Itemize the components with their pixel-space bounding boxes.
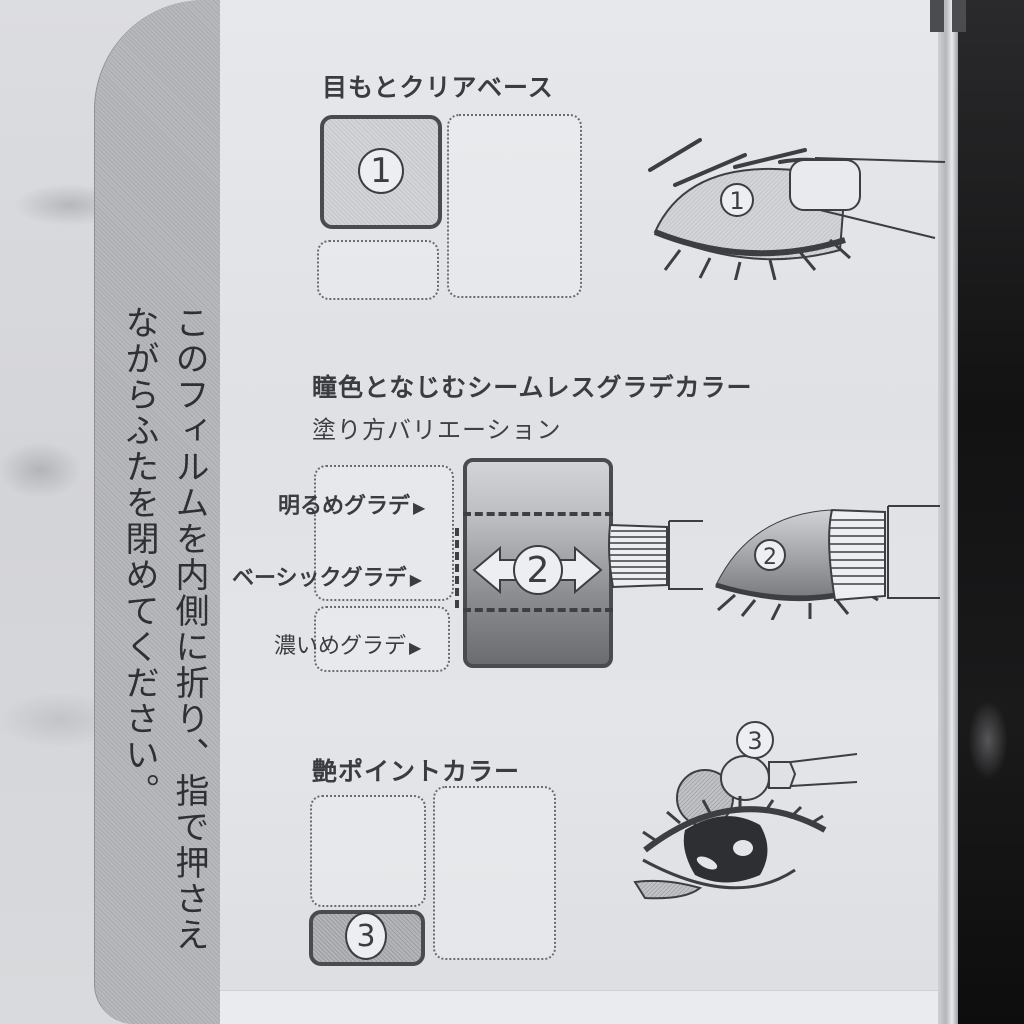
variation-light: 明るめグラデ▶ bbox=[278, 488, 425, 520]
eye-step-2-number: 2 bbox=[763, 545, 777, 570]
section-1-title: 目もとクリアベース bbox=[322, 73, 554, 102]
pan-empty-large bbox=[447, 114, 582, 298]
pan-empty bbox=[310, 795, 426, 907]
pan-empty-large bbox=[433, 786, 556, 960]
variation-basic-label: ベーシックグラデ bbox=[232, 566, 407, 591]
step-1-badge: 1 bbox=[358, 148, 404, 194]
step-2-badge: 2 bbox=[513, 545, 563, 595]
eye-finger-illustration: 1 bbox=[648, 138, 946, 280]
triangle-right-icon: ▶ bbox=[409, 570, 422, 589]
pan-empty bbox=[317, 240, 439, 300]
eye-step-3-number: 3 bbox=[747, 727, 762, 755]
variation-dark-label: 濃いめグラデ bbox=[274, 634, 407, 659]
step-3-badge: 3 bbox=[345, 912, 387, 960]
mark bbox=[930, 0, 944, 32]
dashed-divider bbox=[463, 608, 613, 612]
brush-illustration bbox=[608, 520, 703, 590]
section-2-subtitle: 塗り方バリエーション bbox=[312, 416, 562, 444]
pan-empty bbox=[314, 606, 450, 672]
variation-basic: ベーシックグラデ▶ bbox=[232, 560, 422, 592]
section-2-title: 瞳色となじむシームレスグラデカラー bbox=[312, 373, 753, 402]
palette-case-edge bbox=[938, 0, 958, 1024]
triangle-right-icon: ▶ bbox=[409, 638, 422, 657]
top-marks bbox=[930, 0, 966, 32]
eye-tip-illustration: 3 bbox=[633, 721, 858, 900]
pan-empty bbox=[314, 465, 454, 601]
eye-step-1-number: 1 bbox=[729, 187, 744, 215]
dashed-divider bbox=[463, 512, 613, 516]
palette-case-interior bbox=[958, 0, 1024, 1024]
case-glare bbox=[968, 700, 1008, 780]
variation-light-label: 明るめグラデ bbox=[278, 494, 411, 519]
triangle-right-icon: ▶ bbox=[413, 498, 426, 517]
variation-dark: 濃いめグラデ▶ bbox=[274, 628, 421, 660]
section-3-title: 艶ポイントカラー bbox=[312, 757, 521, 786]
dashed-bracket bbox=[455, 528, 459, 608]
eye-brush-illustration: 2 bbox=[715, 505, 940, 620]
mark bbox=[952, 0, 966, 32]
side-instruction-strip bbox=[94, 0, 220, 1024]
side-instruction-text: このフィルムを内側に折り、指で押さえながらふたを閉めてください。 bbox=[119, 305, 209, 953]
film-lower-flap bbox=[218, 990, 938, 1024]
